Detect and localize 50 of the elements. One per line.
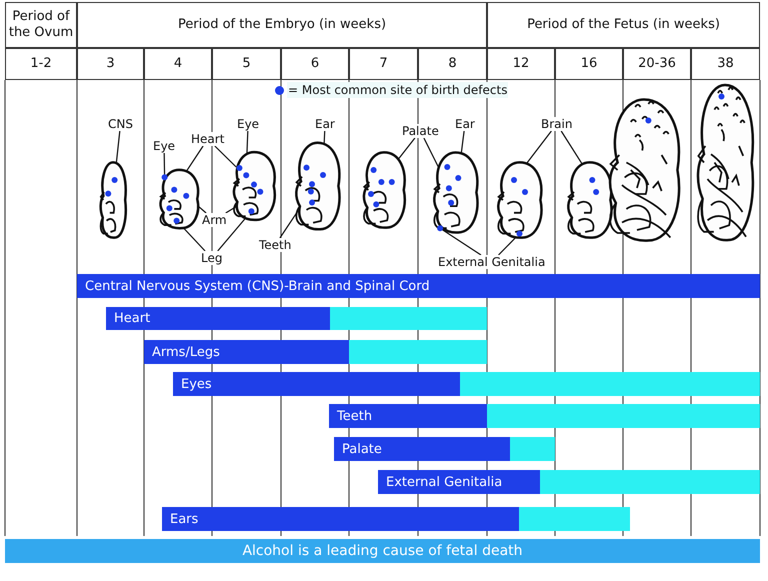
anatomy-label: Eye xyxy=(236,117,260,131)
leader-line xyxy=(525,130,552,166)
anatomy-label: External Genitalia xyxy=(437,255,546,269)
anatomy-label: Eye xyxy=(152,139,176,153)
week-header: 8 xyxy=(418,48,487,80)
risk-period-bar: Ears xyxy=(162,507,630,531)
week-header: 6 xyxy=(281,48,349,80)
anatomy-label: Leg xyxy=(200,251,224,265)
leader-line xyxy=(560,130,584,166)
risk-period-bar: Central Nervous System (CNS)-Brain and Spinal Cord xyxy=(77,274,760,298)
leader-line xyxy=(185,146,204,173)
legend-text: = Most common site of birth defects xyxy=(287,82,508,98)
risk-period-bar: Heart xyxy=(106,307,487,330)
leader-line xyxy=(116,130,120,164)
anatomy-label: Heart xyxy=(190,132,226,146)
period-header: Period of the Embryo (in weeks) xyxy=(77,2,487,48)
week-header: 20-36 xyxy=(623,48,691,80)
leader-line xyxy=(246,130,248,155)
week-header: 12 xyxy=(487,48,555,80)
leader-line xyxy=(440,228,482,256)
leader-line xyxy=(164,152,166,178)
week-header: 7 xyxy=(349,48,418,80)
leader-line xyxy=(198,206,206,214)
anatomy-label: Ear xyxy=(454,117,476,131)
week-header: 5 xyxy=(212,48,281,80)
week-header: 16 xyxy=(555,48,623,80)
anatomy-label: Teeth xyxy=(258,238,292,252)
leader-line xyxy=(460,130,465,155)
anatomy-label: Brain xyxy=(540,117,574,131)
week-header: 1-2 xyxy=(5,48,77,80)
anatomy-label: Palate xyxy=(401,124,440,138)
anatomy-label: Arm xyxy=(201,213,228,227)
week-header: 3 xyxy=(77,48,144,80)
leader-line xyxy=(498,236,518,256)
risk-period-bar: Eyes xyxy=(173,372,760,396)
risk-period-bar: Palate xyxy=(334,437,555,461)
risk-period-bar: Teeth xyxy=(329,404,760,428)
leader-line xyxy=(217,216,247,252)
leader-line xyxy=(423,138,439,168)
period-header: Period of the Fetus (in weeks) xyxy=(487,2,760,48)
anatomy-label: CNS xyxy=(107,117,134,131)
anatomy-label: Ear xyxy=(314,117,336,131)
period-header: Period of the Ovum xyxy=(5,2,77,48)
leader-line xyxy=(396,138,416,162)
week-header: 4 xyxy=(144,48,212,80)
risk-period-bar: External Genitalia xyxy=(378,470,760,494)
leader-line xyxy=(214,146,237,168)
banner: Alcohol is a leading cause of fetal death xyxy=(5,539,760,563)
risk-period-bar: Arms/Legs xyxy=(144,340,487,364)
week-header: 38 xyxy=(691,48,760,80)
